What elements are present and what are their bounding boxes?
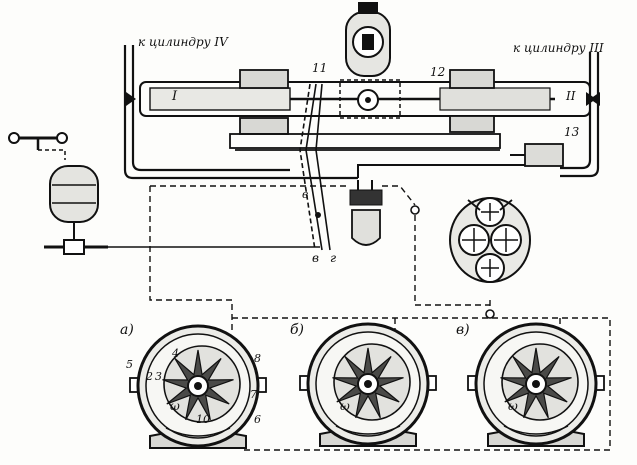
- motor-group: [129, 322, 605, 449]
- motor-b: [299, 322, 437, 447]
- motor-c: [467, 322, 605, 447]
- label-letter-v-lower: в: [312, 251, 319, 265]
- central-crank: [339, 2, 401, 119]
- label-roman-i: I: [171, 89, 178, 104]
- label-omega-a: ω: [170, 399, 180, 413]
- pipe-to-cylinder-iv: [123, 45, 358, 180]
- label-8: 8: [254, 352, 261, 365]
- label-3: 3: [155, 370, 162, 383]
- label-10: 10: [196, 413, 210, 426]
- label-5: 5: [126, 358, 133, 371]
- upper-housings: [229, 69, 501, 151]
- label-panel-a: а): [120, 322, 134, 338]
- label-cylinder-iii: к цилиндру III: [513, 41, 604, 55]
- reservoir-13: [357, 143, 564, 178]
- label-cylinder-iv: к цилиндру IV: [138, 35, 229, 49]
- label-panel-b: б): [290, 322, 304, 338]
- linkage-11: [299, 83, 331, 251]
- pipe-to-cylinder-iii: [560, 52, 600, 178]
- left-lever-assembly: [8, 132, 320, 255]
- dashed-control-lines: [149, 185, 611, 451]
- label-11: 11: [312, 61, 327, 75]
- valve-symbols: [315, 205, 495, 319]
- center-pump: [349, 180, 383, 246]
- motor-a: [129, 324, 267, 449]
- label-2: 2: [145, 370, 153, 383]
- main-cylinder: [126, 81, 600, 117]
- label-letter-g: г: [330, 251, 336, 265]
- label-4: 4: [171, 347, 179, 360]
- label-13: 13: [564, 125, 580, 139]
- label-omega-b: ω: [340, 399, 350, 413]
- label-12: 12: [430, 65, 445, 79]
- label-roman-ii: II: [565, 89, 576, 103]
- gear-pump: [449, 197, 531, 283]
- label-omega-c: ω: [508, 399, 518, 413]
- label-letter-v: в: [302, 188, 308, 201]
- label-panel-c: в): [456, 322, 470, 338]
- label-7: 7: [250, 388, 257, 401]
- label-6: 6: [254, 413, 261, 426]
